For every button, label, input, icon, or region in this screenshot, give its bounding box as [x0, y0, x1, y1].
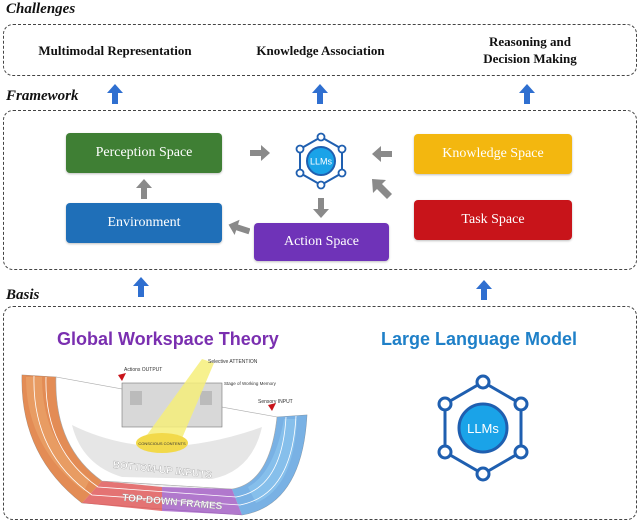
arrow-up-reasoning: [519, 84, 535, 104]
arrow-environment-to-perception: [136, 179, 152, 199]
arrow-up-llm: [476, 280, 492, 300]
knowledge-space-box: Knowledge Space: [414, 134, 572, 174]
basis-label: Basis: [6, 287, 40, 303]
arrow-action-to-environment: [228, 219, 250, 235]
gwt-working-memory-label: Stage of Working Memory: [224, 381, 277, 386]
llm-network-label: LLMs: [467, 421, 499, 436]
action-space-box: Action Space: [254, 223, 389, 261]
framework-label: Framework: [6, 88, 79, 104]
challenge-reasoning-line1: Reasoning and: [489, 34, 571, 49]
arrow-llm-to-action: [313, 198, 329, 218]
arrow-task-to-llm: [372, 179, 392, 199]
gwt-theater-illustration: CONSCIOUS CONTENTS Actions OUTPUT Select…: [21, 359, 308, 516]
gwt-title: Global Workspace Theory: [57, 329, 279, 349]
llm-hub-icon: LLMs: [295, 132, 347, 190]
challenge-reasoning-line2: Decision Making: [483, 51, 577, 66]
gwt-input-label: Sensory INPUT: [258, 399, 293, 405]
challenge-reasoning: Reasoning and Decision Making: [450, 33, 610, 67]
llm-title: Large Language Model: [381, 329, 578, 349]
challenge-multimodal: Multimodal Representation: [38, 43, 192, 58]
challenges-box: [3, 24, 637, 76]
gwt-output-label: Actions OUTPUT: [124, 367, 162, 373]
gwt-contents-label: CONSCIOUS CONTENTS: [138, 441, 186, 446]
llm-hub-label: LLMs: [310, 157, 333, 167]
arrow-knowledge-to-llm: [372, 146, 392, 162]
arrow-up-gwt: [133, 277, 149, 297]
challenge-knowledge-association: Knowledge Association: [256, 43, 385, 58]
framework-box: [3, 110, 637, 270]
arrow-perception-to-llm: [250, 145, 270, 161]
gwt-attention-label: Selective ATTENTION: [208, 359, 258, 365]
arrow-up-knowledge: [312, 84, 328, 104]
perception-space-box: Perception Space: [66, 133, 222, 173]
llm-network-icon: LLMs: [437, 374, 529, 482]
basis-box: [3, 306, 637, 520]
environment-box: Environment: [66, 203, 222, 243]
arrow-up-multimodal: [107, 84, 123, 104]
task-space-box: Task Space: [414, 200, 572, 240]
challenges-label: Challenges: [6, 1, 76, 17]
